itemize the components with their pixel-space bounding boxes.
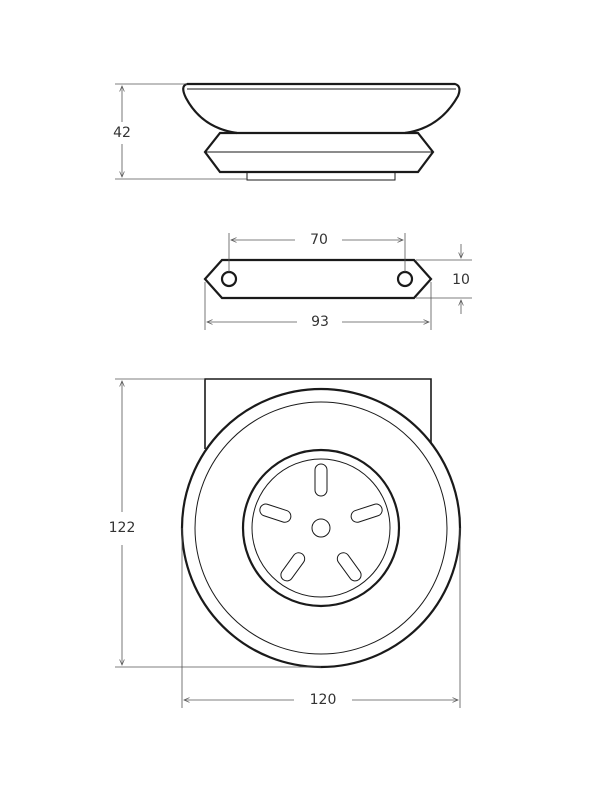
drain-slot xyxy=(280,552,306,582)
drain-slot xyxy=(259,503,292,523)
mounting-hole xyxy=(396,270,414,288)
dim-label-122: 122 xyxy=(109,520,136,536)
drain-slots xyxy=(259,463,383,582)
outer-rim xyxy=(180,387,462,669)
drain-slot xyxy=(314,463,328,497)
mounting-plate-view: 70 93 10 xyxy=(203,232,472,330)
drain-slot xyxy=(350,503,383,523)
drain-plate xyxy=(251,458,391,598)
dim-label-70: 70 xyxy=(310,232,328,248)
inner-rim xyxy=(194,401,448,655)
dim-label-42: 42 xyxy=(113,125,131,141)
plate xyxy=(203,258,433,300)
foot xyxy=(246,171,396,181)
mounting-hole xyxy=(220,270,238,288)
center-hole xyxy=(311,518,331,538)
dim-label-93: 93 xyxy=(311,314,329,330)
wall-bracket xyxy=(204,378,432,449)
drain-ring xyxy=(241,448,401,608)
front-view: 122 120 xyxy=(109,378,462,708)
dim-label-10: 10 xyxy=(452,272,470,288)
base xyxy=(203,131,435,174)
bowl xyxy=(182,82,461,135)
dim-label-120: 120 xyxy=(310,692,337,708)
side-view: 42 xyxy=(113,82,461,181)
drain-slot xyxy=(336,552,362,582)
